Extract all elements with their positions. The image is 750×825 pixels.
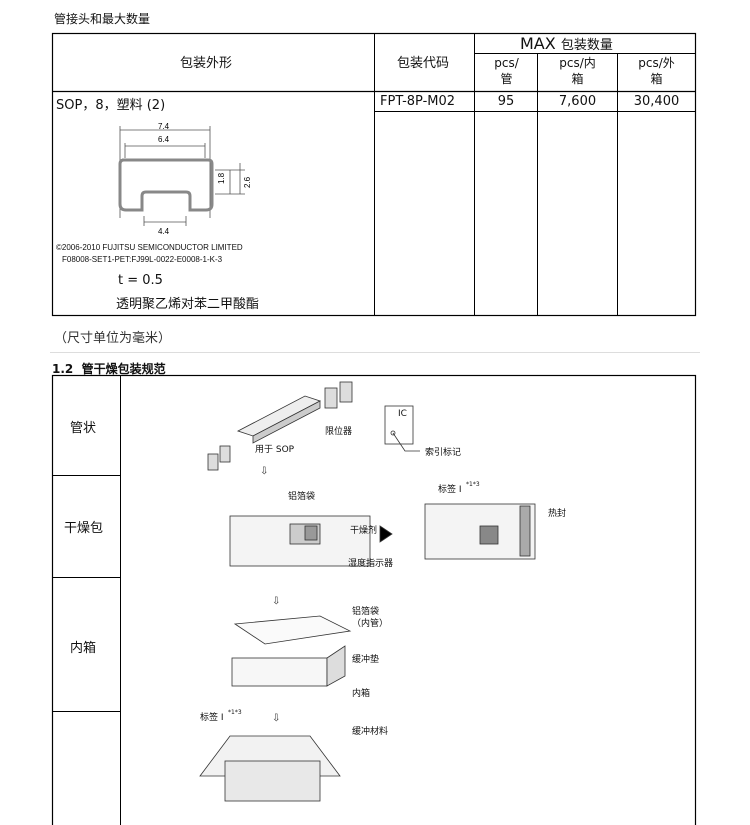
col-tube-header: pcs/管 xyxy=(494,56,519,86)
limiter-icon xyxy=(324,387,338,409)
copyright-text: ©2006-2010 FUJITSU SEMICONDUCTOR LIMITED xyxy=(56,243,243,252)
dim-1-8: 1.8 xyxy=(217,172,226,184)
row-label-dry-pack: 干燥包 xyxy=(64,521,104,536)
label-desiccant: 干燥剂 xyxy=(350,524,377,536)
label-limiter: 限位器 xyxy=(325,425,352,437)
label-for-sop: 用于 SOP xyxy=(255,444,295,455)
packing-table-grid xyxy=(51,32,697,317)
label-index-mark: 索引标记 xyxy=(425,446,461,458)
label-label1-sup: *1*3 xyxy=(466,481,480,488)
section2-number: 1.2 xyxy=(52,362,74,376)
arrow-down-icon-3: ⇩ xyxy=(272,713,280,724)
label-inner-tube: （内管） xyxy=(352,617,388,629)
col-outer-header: pcs/外箱 xyxy=(638,56,675,86)
header-max: MAX 包装数量 xyxy=(520,34,613,53)
row-code: FPT-8P-M02 xyxy=(380,94,456,109)
row-label-tube: 管状 xyxy=(70,421,97,436)
arrow-down-icon: ⇩ xyxy=(260,466,268,477)
label-icon xyxy=(479,525,499,545)
section2-heading: 1.2 管干燥包装规范 xyxy=(52,360,166,377)
desiccant-icon xyxy=(304,525,318,541)
material: 透明聚乙烯对苯二甲酸酯 xyxy=(116,297,260,312)
divider xyxy=(50,352,700,353)
arrow-down-icon-2: ⇩ xyxy=(272,596,280,607)
heat-seal-icon xyxy=(519,505,531,557)
row-label-inner-box: 内箱 xyxy=(70,641,97,656)
label-heat-seal: 热封 xyxy=(548,507,566,519)
arrow-right-icon xyxy=(379,525,393,543)
packing-illustrations: ⇩ ⇩ ⇩ 限位器 用于 SOP IC 索引标记 铝箔袋 干燥剂 湿度指示器 标… xyxy=(199,381,566,802)
dim-7-4: 7.4 xyxy=(158,122,170,131)
label-label2-sup: *1*3 xyxy=(228,709,242,716)
label-inner-box: 内箱 xyxy=(352,687,370,699)
section2-title: 管干燥包装规范 xyxy=(81,362,166,376)
header-max-suffix: 包装数量 xyxy=(560,38,613,53)
label-cushion-pad: 缓冲垫 xyxy=(352,653,379,665)
label-al-bag2: 铝箔袋 xyxy=(352,605,379,617)
row-inner: 7,600 xyxy=(558,94,597,109)
label-label2: 标签 I xyxy=(200,711,224,723)
tube-icon xyxy=(236,395,322,437)
dim-4-4: 4.4 xyxy=(158,227,170,236)
label-al-bag: 铝箔袋 xyxy=(288,490,315,502)
row-shape: SOP，8，塑料 (2) xyxy=(56,98,166,113)
label-cushion-mat: 缓冲材料 xyxy=(352,725,388,737)
label-label1: 标签 I xyxy=(438,483,462,495)
row-outer: 30,400 xyxy=(633,94,680,109)
tube-cross-section-drawing: 7.4 6.4 1.8 2.6 4.4 xyxy=(118,122,252,236)
ic-icon xyxy=(384,405,414,445)
inner-box-icon xyxy=(231,657,328,687)
row-tube: 95 xyxy=(497,94,515,109)
header-max-prefix: MAX xyxy=(520,34,556,53)
col-inner-header: pcs/内箱 xyxy=(559,56,596,86)
header-shape: 包装外形 xyxy=(180,56,233,71)
drawing-number: F08008-SET1-PET:FJ99L-0022-E0008-1-K-3 xyxy=(62,255,223,264)
unit-note: （尺寸单位为毫米） xyxy=(54,331,172,346)
section-title: 管接头和最大数量 xyxy=(54,12,151,26)
thickness: t = 0.5 xyxy=(118,273,163,288)
dim-2-6: 2.6 xyxy=(243,176,252,188)
label-ic: IC xyxy=(398,409,407,419)
header-code: 包装代码 xyxy=(397,56,450,71)
dim-6-4: 6.4 xyxy=(158,135,170,144)
label-humidity: 湿度指示器 xyxy=(348,557,393,569)
